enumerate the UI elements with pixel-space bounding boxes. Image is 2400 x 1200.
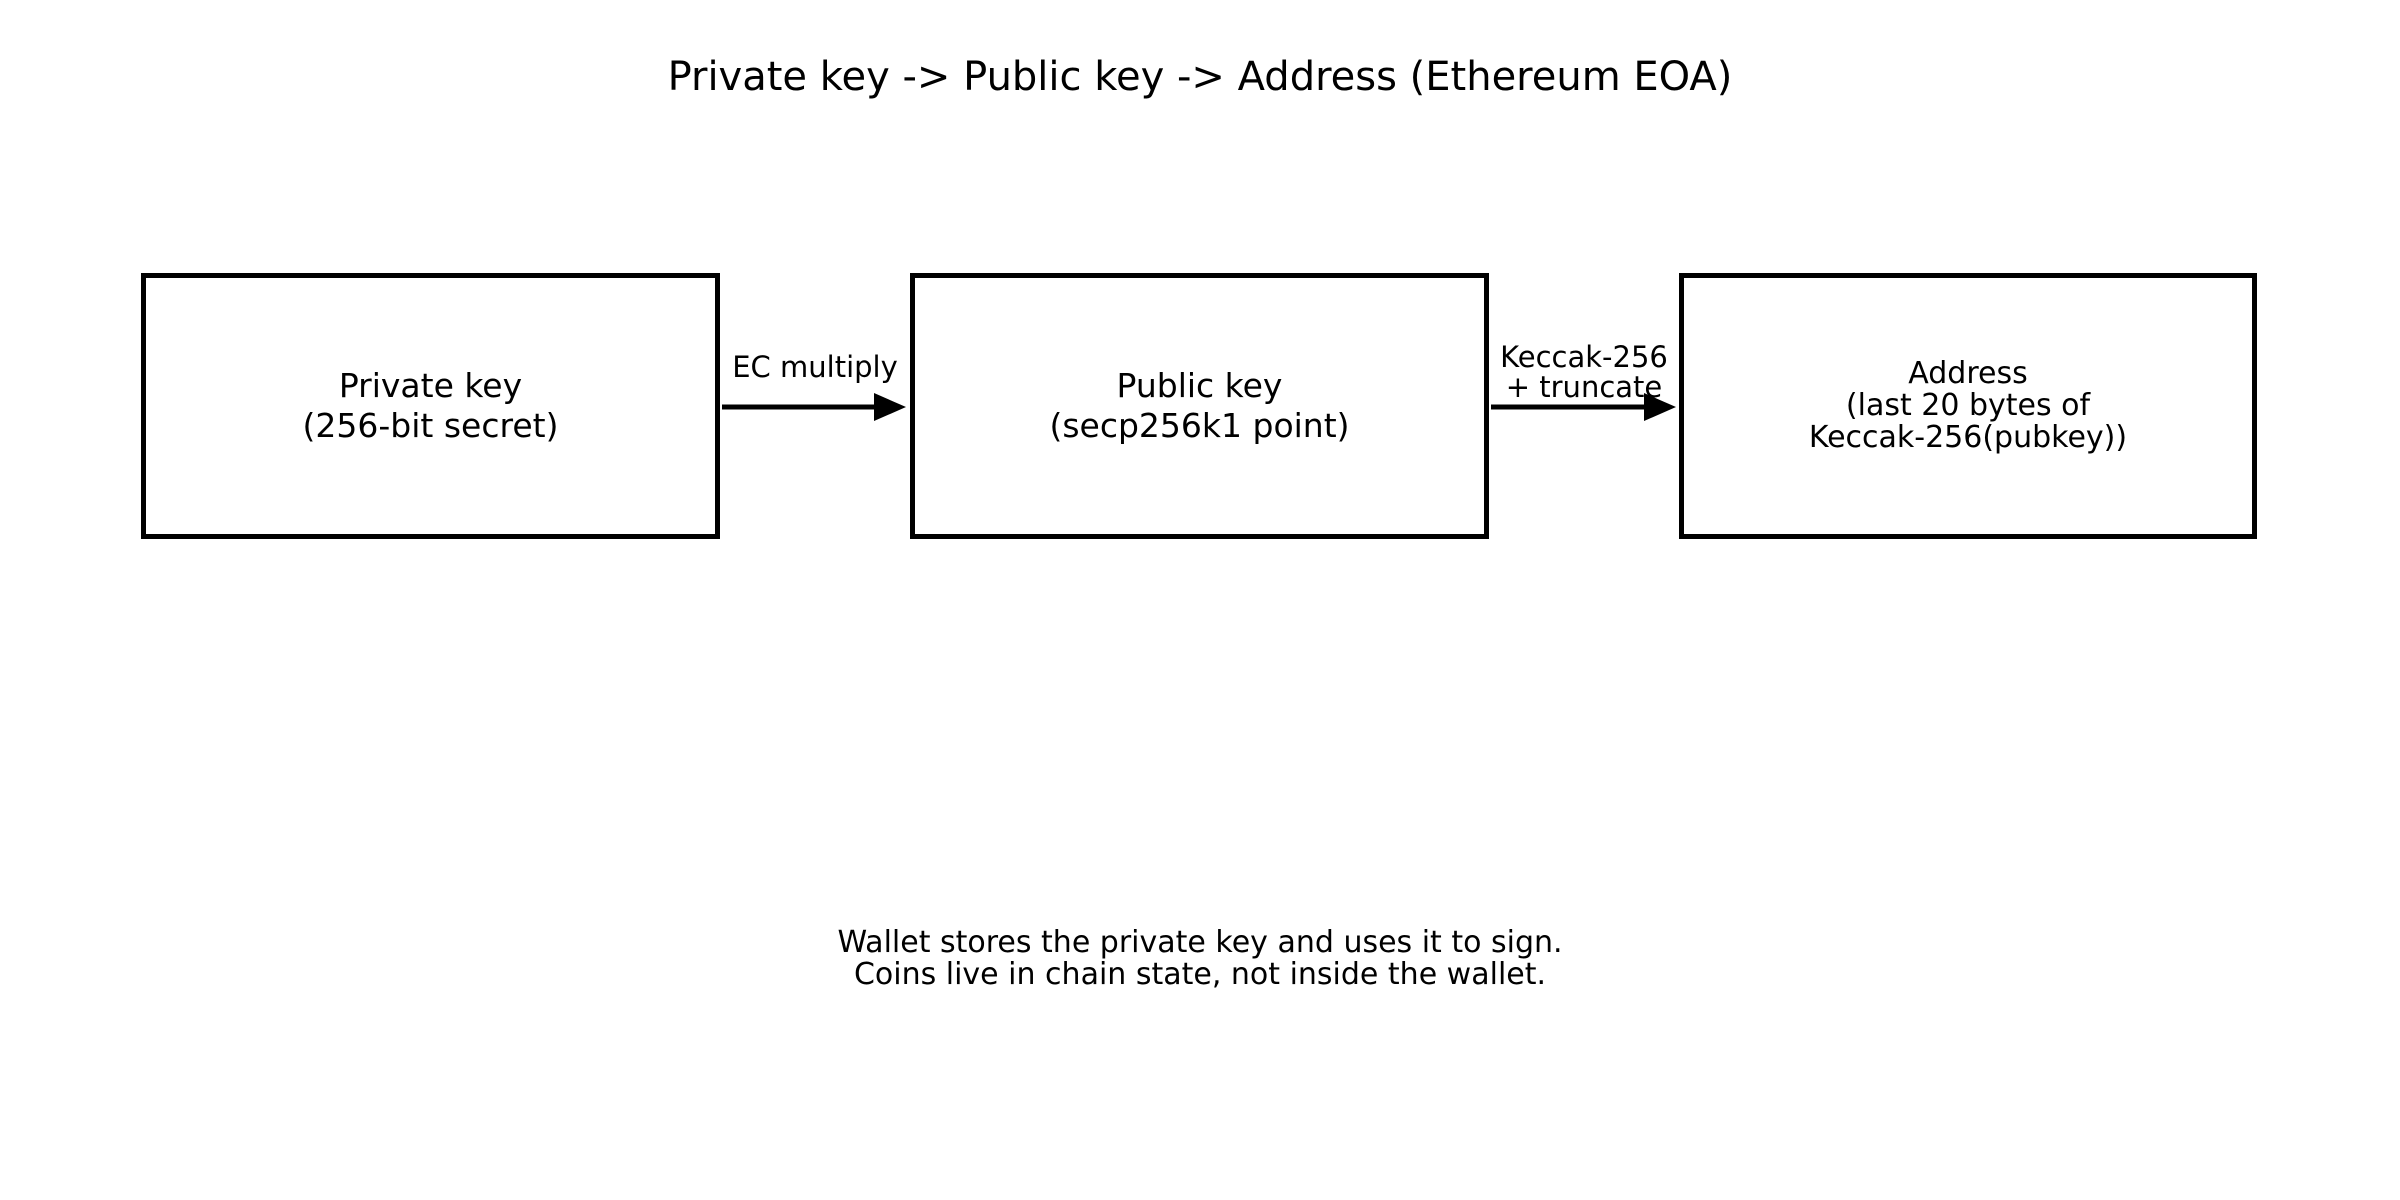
edge-label-ec-multiply: EC multiply [732,350,898,384]
arrow-head-icon [1644,393,1676,421]
arrow-ec-multiply-icon [722,393,906,421]
arrow-keccak-truncate-icon [1491,393,1676,421]
edge-label-keccak-truncate: Keccak-256 + truncate [1500,340,1668,404]
diagram-title: Private key -> Public key -> Address (Et… [667,54,1733,100]
node-private-key: Private key (256-bit secret) [141,273,720,539]
node-public-key: Public key (secp256k1 point) [910,273,1489,539]
node-address-label: Address (last 20 bytes of Keccak-256(pub… [1808,356,2128,455]
node-address: Address (last 20 bytes of Keccak-256(pub… [1679,273,2257,539]
arrow-head-icon [874,393,906,421]
node-private-key-label: Private key (256-bit secret) [302,366,559,445]
node-public-key-label: Public key (secp256k1 point) [1049,366,1350,445]
footnote: Wallet stores the private key and uses i… [837,925,1563,992]
